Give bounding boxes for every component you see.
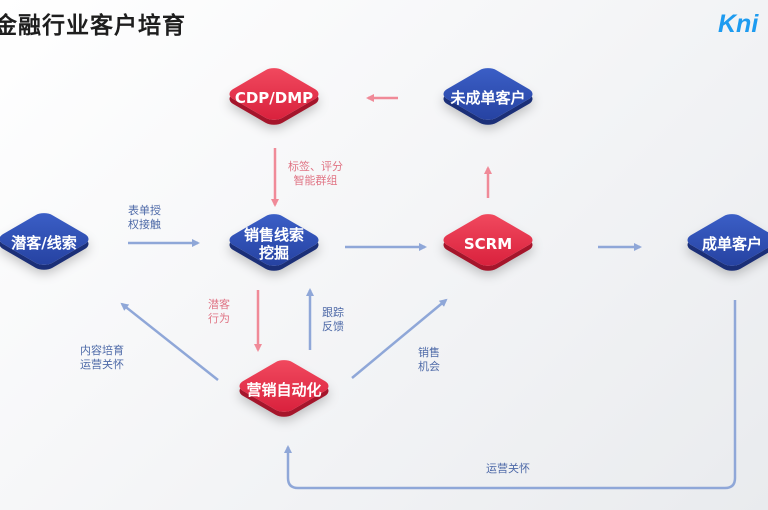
arrow-automation-to-prospect: [120, 302, 219, 381]
edge-label-sales-opportunity: 销售 机会: [418, 346, 440, 373]
node-cdp-dmp-label: CDP/DMP: [234, 89, 314, 107]
node-sales-lead-label: 销售线索挖掘: [243, 226, 304, 262]
node-not-deal-customer: 未成单客户: [436, 65, 540, 126]
edge-label-follow-feedback: 跟踪 反馈: [322, 306, 344, 333]
node-marketing-automation: 营销自动化: [232, 357, 336, 418]
edge-label-tags: 标签、评分 智能群组: [288, 160, 343, 187]
node-marketing-automation-label: 营销自动化: [246, 381, 322, 399]
edge-label-form-auth: 表单授 权接触: [128, 204, 161, 231]
node-not-deal-customer-label: 未成单客户: [450, 89, 526, 107]
node-cdp-dmp: CDP/DMP: [222, 65, 326, 126]
page-title: 金融行业客户培育: [0, 13, 186, 39]
arrow-deal-to-automation: [284, 300, 737, 490]
node-prospect: 潜客/线索: [0, 210, 96, 271]
node-scrm-label: SCRM: [463, 235, 513, 253]
brand-logo: Kni: [718, 10, 759, 38]
edge-label-lead-behavior: 潜客 行为: [208, 298, 230, 325]
arrow-automation-to-scrm: [351, 298, 448, 379]
node-deal-customer: 成单客户: [680, 211, 768, 272]
node-sales-lead: 销售线索挖掘: [222, 211, 326, 272]
node-scrm: SCRM: [436, 211, 540, 272]
edge-label-ops-care: 运营关怀: [486, 462, 530, 475]
edge-label-content-care: 内容培育 运营关怀: [80, 344, 124, 371]
node-prospect-label: 潜客/线索: [11, 234, 77, 252]
node-deal-customer-label: 成单客户: [701, 235, 762, 253]
